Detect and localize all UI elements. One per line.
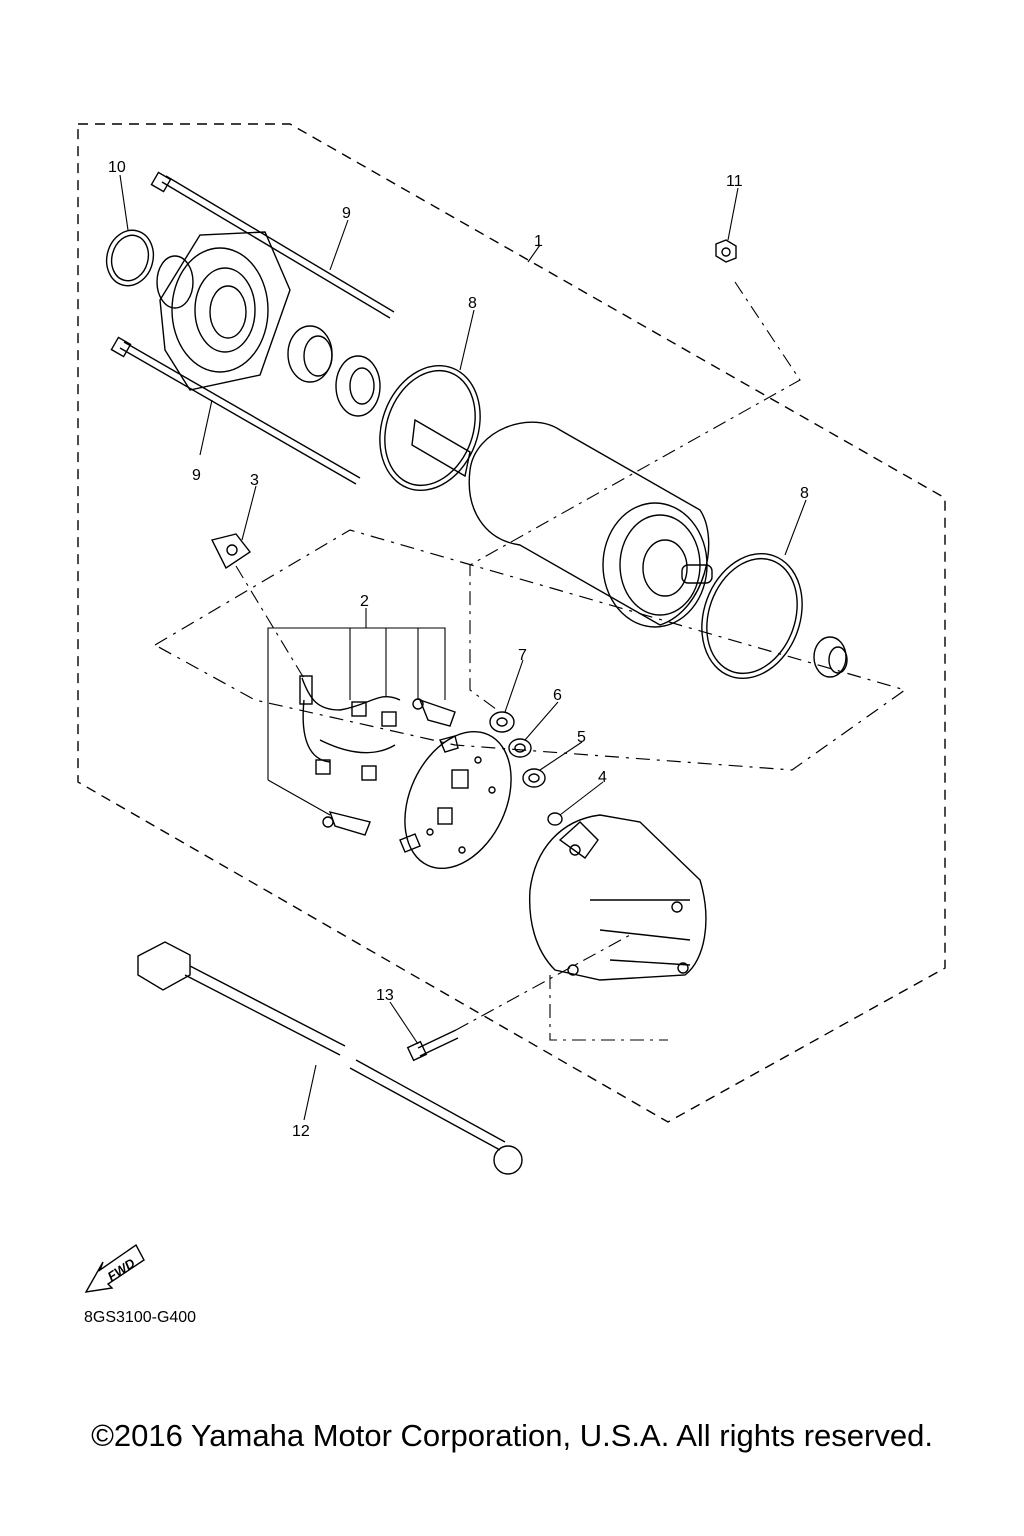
washer-6 — [508, 738, 532, 758]
starter-lead-12 — [137, 941, 523, 1175]
washer-7 — [489, 711, 515, 733]
diagram-code: 8GS3100-G400 — [84, 1309, 197, 1326]
front-cover — [156, 231, 291, 391]
through-bolt-upper — [150, 171, 395, 319]
o-ring-10 — [105, 229, 155, 287]
callout-5: 5 — [577, 729, 586, 746]
o-ring-8-lower — [701, 552, 803, 680]
callout-3: 3 — [250, 472, 259, 489]
callout-12: 12 — [292, 1123, 310, 1140]
fwd-arrow-icon — [84, 1243, 145, 1293]
callout-1: 1 — [534, 233, 543, 250]
callout-4: 4 — [598, 769, 607, 786]
through-bolt-lower — [110, 336, 361, 485]
bolt-13 — [406, 1029, 459, 1062]
callout-7: 7 — [518, 647, 527, 664]
bracket-3 — [210, 533, 252, 570]
oil-seal — [335, 355, 381, 417]
brush-holder-assembly — [299, 675, 456, 836]
brush-plane — [153, 529, 907, 771]
rear-cover — [528, 814, 707, 981]
fwd-label: FWD — [105, 1255, 139, 1284]
callout-10: 10 — [108, 159, 126, 176]
callout-8b: 8 — [800, 485, 809, 502]
o-ring-8-upper — [379, 364, 481, 492]
callout-6: 6 — [553, 687, 562, 704]
armature-yoke — [411, 418, 713, 628]
callout-13: 13 — [376, 987, 394, 1004]
copyright-notice: ©2016 Yamaha Motor Corporation, U.S.A. A… — [91, 1418, 933, 1453]
callout-8a: 8 — [468, 295, 477, 312]
brush-plate — [399, 730, 512, 870]
small-bearing — [813, 636, 848, 678]
bearing — [287, 325, 333, 383]
callout-9a: 9 — [342, 205, 351, 222]
callout-2: 2 — [360, 593, 369, 610]
callout-11: 11 — [726, 173, 743, 190]
washer-5 — [522, 768, 546, 788]
washer-4 — [547, 812, 563, 826]
assembly-boundary — [77, 123, 946, 1123]
nut-11 — [715, 239, 737, 263]
callout-9b: 9 — [192, 467, 201, 484]
